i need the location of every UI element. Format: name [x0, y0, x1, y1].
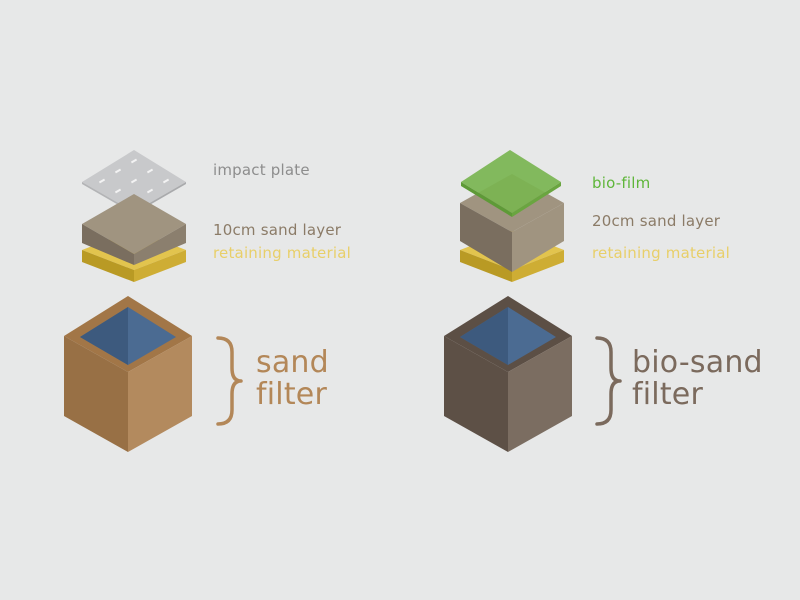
curly-brace-icon [595, 336, 622, 426]
sand-layer-label-left: 10cm sand layer [213, 221, 342, 239]
sand-filter-box [64, 296, 192, 452]
sand-layer-block-left [82, 194, 186, 265]
sand-filter-title-line2: filter [256, 377, 327, 412]
sand-layer-label-right: 20cm sand layer [592, 212, 721, 230]
retaining-material-label-left: retaining material [213, 244, 351, 262]
curly-brace-icon [216, 336, 243, 426]
bio-sand-filter-title-line1: bio-sand [632, 345, 763, 380]
bio-sand-filter-title-line2: filter [632, 377, 703, 412]
bio-film-label: bio-film [592, 174, 651, 192]
retaining-material-label-right: retaining material [592, 244, 730, 262]
bio-film-layer [461, 150, 561, 217]
impact-plate-label: impact plate [213, 161, 310, 179]
sand-filter-title-line1: sand [256, 345, 329, 380]
bio-sand-filter-box [444, 296, 572, 452]
